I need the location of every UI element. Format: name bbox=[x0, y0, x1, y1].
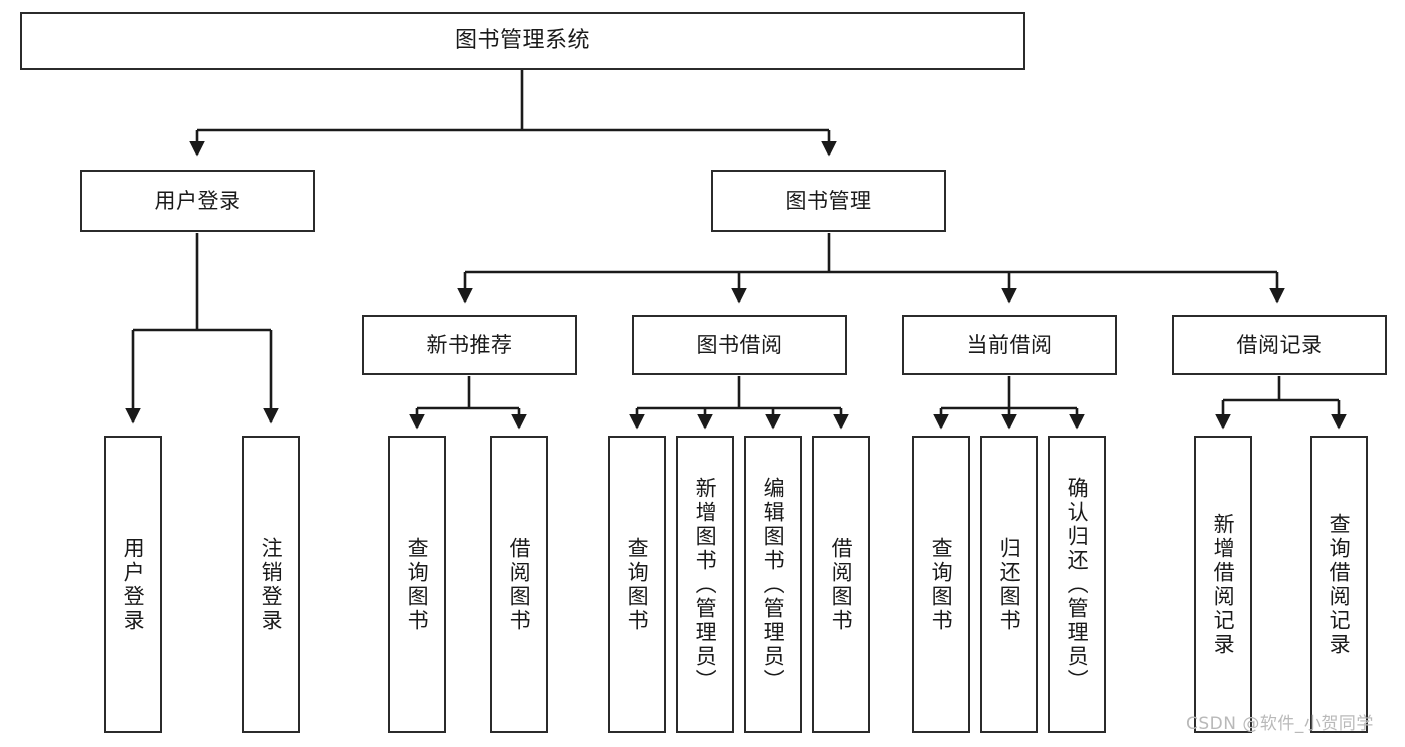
node-new-book-recommend[interactable]: 新书推荐 bbox=[362, 315, 577, 375]
node-label: 图书管理系统 bbox=[454, 28, 590, 54]
node-leaf-query-book-2[interactable]: 查询图书 bbox=[608, 436, 666, 733]
node-leaf-logout-login[interactable]: 注销登录 bbox=[242, 436, 300, 733]
node-leaf-query-record[interactable]: 查询借阅记录 bbox=[1310, 436, 1368, 733]
node-label: 图书管理 bbox=[785, 188, 872, 213]
node-label: 当前借阅 bbox=[966, 332, 1053, 357]
node-label: 查询图书 bbox=[929, 536, 954, 633]
node-leaf-confirm-return[interactable]: 确认归还（管理员） bbox=[1048, 436, 1106, 733]
node-label: 借阅图书 bbox=[829, 536, 854, 633]
node-label: 借阅记录 bbox=[1236, 332, 1323, 357]
node-label: 查询借阅记录 bbox=[1327, 512, 1352, 657]
node-label: 新增借阅记录 bbox=[1211, 512, 1236, 657]
node-label: 编辑图书（管理员） bbox=[761, 476, 786, 693]
node-borrow-record[interactable]: 借阅记录 bbox=[1172, 315, 1387, 375]
node-leaf-borrow-book-2[interactable]: 借阅图书 bbox=[812, 436, 870, 733]
node-leaf-query-book-3[interactable]: 查询图书 bbox=[912, 436, 970, 733]
node-leaf-edit-book[interactable]: 编辑图书（管理员） bbox=[744, 436, 802, 733]
node-leaf-borrow-book-1[interactable]: 借阅图书 bbox=[490, 436, 548, 733]
node-current-borrow[interactable]: 当前借阅 bbox=[902, 315, 1117, 375]
node-user-login[interactable]: 用户登录 bbox=[80, 170, 315, 232]
node-label: 注销登录 bbox=[259, 536, 284, 633]
node-leaf-user-login[interactable]: 用户登录 bbox=[104, 436, 162, 733]
node-label: 归还图书 bbox=[997, 536, 1022, 633]
node-label: 新书推荐 bbox=[426, 332, 513, 357]
node-label: 新增图书（管理员） bbox=[693, 476, 718, 693]
csdn-watermark: CSDN @软件_小贺同学 bbox=[1186, 714, 1374, 734]
node-label: 确认归还（管理员） bbox=[1065, 476, 1090, 693]
node-book-management[interactable]: 图书管理 bbox=[711, 170, 946, 232]
node-leaf-return-book[interactable]: 归还图书 bbox=[980, 436, 1038, 733]
node-label: 查询图书 bbox=[405, 536, 430, 633]
node-leaf-add-book[interactable]: 新增图书（管理员） bbox=[676, 436, 734, 733]
node-leaf-query-book-1[interactable]: 查询图书 bbox=[388, 436, 446, 733]
node-label: 用户登录 bbox=[121, 536, 146, 633]
node-book-borrow[interactable]: 图书借阅 bbox=[632, 315, 847, 375]
node-leaf-add-record[interactable]: 新增借阅记录 bbox=[1194, 436, 1252, 733]
node-root-system[interactable]: 图书管理系统 bbox=[20, 12, 1025, 70]
node-label: 用户登录 bbox=[154, 188, 241, 213]
node-label: 查询图书 bbox=[625, 536, 650, 633]
node-label: 图书借阅 bbox=[696, 332, 783, 357]
node-label: 借阅图书 bbox=[507, 536, 532, 633]
